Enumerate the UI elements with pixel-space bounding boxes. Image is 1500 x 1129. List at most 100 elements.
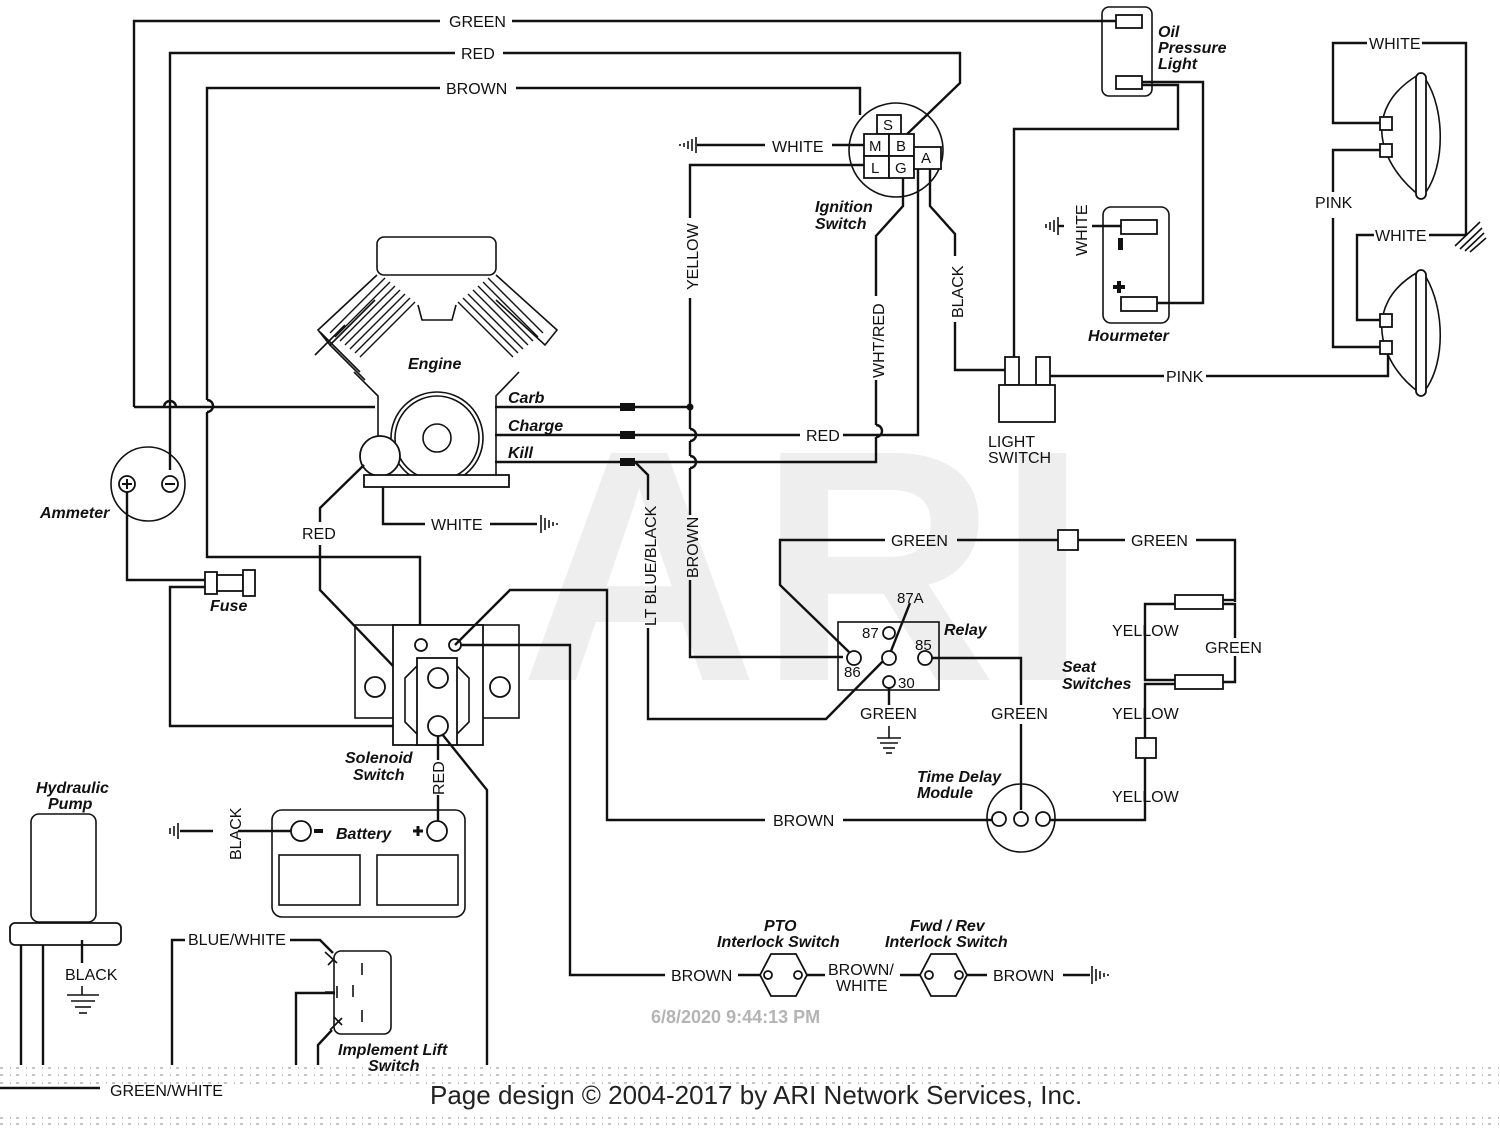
wire-label-seat-yellow-1: YELLOW <box>1112 623 1180 640</box>
wire-label-starter-red: RED <box>302 526 336 543</box>
wire-black-ign-b <box>953 322 1005 372</box>
wire-label-engine-white: WHITE <box>431 517 483 534</box>
wire-label-seat-yellow-3: YELLOW <box>1112 789 1180 806</box>
solenoid-switch <box>354 624 520 746</box>
wire-relay-green-top <box>778 538 885 653</box>
wire-label-top-green: GREEN <box>449 14 506 31</box>
headlight-top <box>1379 72 1442 200</box>
wire-top-brown <box>205 86 862 640</box>
wire-ammeter-fuse <box>125 492 205 582</box>
connector-block <box>1135 737 1157 759</box>
wire-label-seat-green-top: GREEN <box>1131 533 1188 550</box>
seat-switches <box>1174 594 1224 690</box>
wire-wht-red <box>874 178 905 296</box>
wire-oil-light-switch <box>1012 83 1180 358</box>
ground-icon <box>67 986 99 1014</box>
fuse <box>204 569 256 597</box>
wire-head-white-top <box>1331 41 1380 125</box>
connector-kill <box>620 458 635 466</box>
wire-blue-white <box>170 938 185 1065</box>
wire-87a <box>889 602 912 652</box>
wire-seat-yellow-1 <box>1143 602 1175 682</box>
wire-crossover <box>162 399 178 408</box>
wire-label-top-red: RED <box>461 46 495 63</box>
wire-light-pink-b <box>1206 350 1390 378</box>
implement-lift-label-2: Switch <box>368 1058 420 1075</box>
terminal-l: L <box>871 160 879 177</box>
wire-label-blue-white: BLUE/WHITE <box>188 932 286 949</box>
ignition-switch-label-2: Switch <box>815 216 867 233</box>
wire-label-solenoid-red: RED <box>431 761 448 795</box>
chassis-ground-icon <box>1454 221 1487 253</box>
wire-tdm-brown <box>454 588 765 822</box>
wire-brown-vertical-b <box>688 580 843 659</box>
wire-solenoid-lift <box>441 733 489 1065</box>
wire-label-green-white: GREEN/WHITE <box>110 1083 223 1100</box>
fwd-rev-label-1: Fwd / Rev <box>910 918 986 935</box>
terminal-b: B <box>896 138 906 155</box>
wire-oil-hourmeter <box>1142 80 1205 305</box>
ammeter <box>110 446 186 522</box>
connector-carb <box>620 403 635 411</box>
wire-label-seat-green-side: GREEN <box>1205 640 1262 657</box>
wire-blue-white-b <box>290 938 334 954</box>
solenoid-label-1: Solenoid <box>345 750 414 767</box>
wire-label-brown-white-1: BROWN/ <box>828 962 894 979</box>
wire-label-battery-black: BLACK <box>228 807 245 860</box>
wire-label-relay-green-30: GREEN <box>860 706 917 723</box>
seat-switches-label-2: Switches <box>1062 676 1131 693</box>
wire-interlock-brown <box>461 643 665 977</box>
ground-icon <box>169 823 179 839</box>
wire-crossover-3 <box>689 427 698 443</box>
wire-label-black-ign: BLACK <box>950 265 967 318</box>
relay-terminal-30: 30 <box>898 675 915 692</box>
wire-label-brown-vertical: BROWN <box>685 517 702 578</box>
battery <box>271 809 466 918</box>
footer-noise <box>0 1067 1500 1125</box>
wire-label-head-white-bottom: WHITE <box>1375 228 1427 245</box>
wire-top-green <box>132 19 1118 407</box>
wire-top-red <box>168 51 962 470</box>
wire-seat-green-top-b <box>1196 538 1237 602</box>
hydraulic-pump <box>9 813 122 1065</box>
pump-label-2: Pump <box>48 796 93 813</box>
wire-label-head-white-top: WHITE <box>1369 36 1421 53</box>
footer-copyright: Page design © 2004-2017 by ARI Network S… <box>430 1080 1082 1110</box>
oil-light-label-3: Light <box>1158 56 1198 73</box>
wire-label-seat-yellow-2: YELLOW <box>1112 706 1180 723</box>
wire-fuse-solenoid <box>168 585 438 728</box>
wire-starter-red <box>318 464 365 522</box>
engine <box>314 236 559 488</box>
relay-terminal-87: 87 <box>862 625 879 642</box>
wire-label-wht-red: WHT/RED <box>871 303 888 378</box>
relay-terminal-85: 85 <box>915 637 932 654</box>
connector-block <box>1057 529 1079 551</box>
wire-label-lt-blue-black: LT BLUE/BLACK <box>643 505 660 626</box>
pto-label-2: Interlock Switch <box>717 934 840 951</box>
wire-seat-green-side <box>1223 602 1237 638</box>
ground-icon <box>1045 217 1059 235</box>
wire-label-yellow: YELLOW <box>685 222 702 290</box>
wire-relay-green-85 <box>932 656 1023 705</box>
seat-switches-label-1: Seat <box>1062 659 1096 676</box>
wire-charge-red <box>843 169 920 437</box>
timestamp: 6/8/2020 9:44:13 PM <box>651 1007 820 1027</box>
wire-lt-blue-black-b <box>646 628 889 721</box>
pto-interlock-switch <box>758 953 809 997</box>
wire-crossover-2 <box>875 423 884 439</box>
terminal-m: M <box>869 138 882 155</box>
light-switch-label-2: SWITCH <box>988 450 1051 467</box>
ground-icon <box>540 515 558 533</box>
terminal-s: S <box>883 117 893 134</box>
oil-pressure-light <box>1101 6 1153 97</box>
fwd-rev-interlock-switch <box>918 953 969 997</box>
wire-black-ign <box>928 169 957 256</box>
light-switch-label-1: LIGHT <box>988 434 1035 451</box>
hourmeter <box>1102 206 1170 324</box>
wire-label-ign-white: WHITE <box>772 139 824 156</box>
wire-head-pink-b <box>1331 218 1380 349</box>
wire-head-pink <box>1331 148 1380 192</box>
wire-label-relay-green-top: GREEN <box>891 533 948 550</box>
wire-label-pump-black: BLACK <box>65 967 118 984</box>
wire-label-hour-white: WHITE <box>1074 204 1091 256</box>
